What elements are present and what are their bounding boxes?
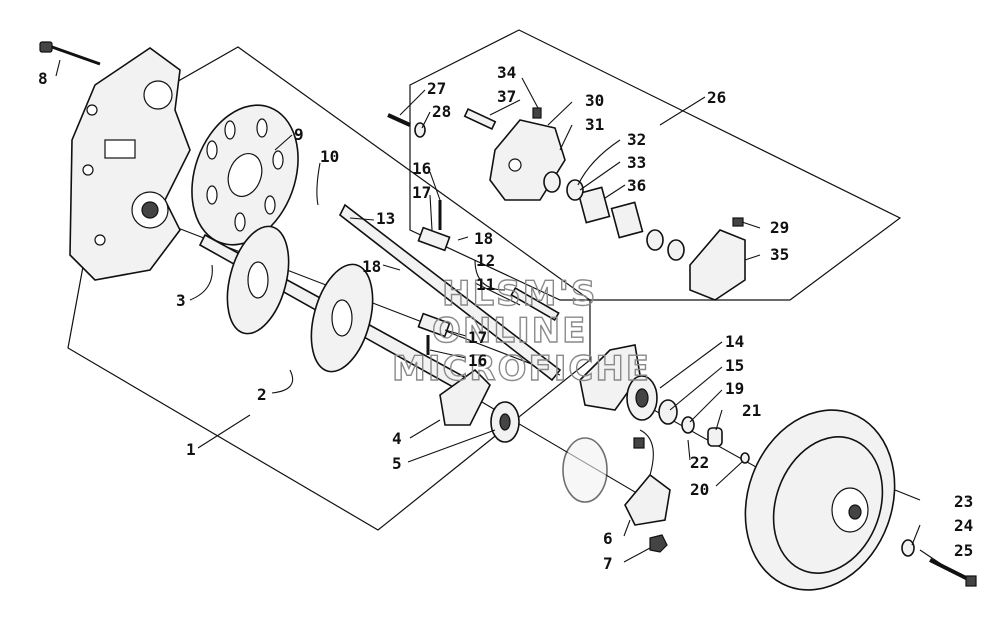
washer-24 xyxy=(901,539,915,557)
callout-18-left: 18 xyxy=(362,257,381,276)
screw-29 xyxy=(732,217,744,227)
shaft-13 xyxy=(338,203,562,382)
screw-34 xyxy=(532,107,542,119)
callout-2: 2 xyxy=(257,385,267,404)
callout-35: 35 xyxy=(770,245,789,264)
bearing-plate-right xyxy=(579,344,641,411)
watermark-line-1: HLSM'S xyxy=(442,274,597,314)
watermark-line-3: MICROFICHE xyxy=(392,349,651,389)
bolt-25 xyxy=(929,558,977,587)
callout-25: 25 xyxy=(954,541,973,560)
callout-12: 12 xyxy=(476,251,495,270)
callout-3: 3 xyxy=(176,291,186,310)
callout-5: 5 xyxy=(392,454,402,473)
bearing-14 xyxy=(626,375,658,421)
bolt-8 xyxy=(39,41,101,66)
bearing-5 xyxy=(490,401,520,443)
callout-26: 26 xyxy=(707,88,726,107)
assembly-box-1 xyxy=(67,46,591,531)
sensor-ring xyxy=(562,437,608,503)
callout-9: 9 xyxy=(294,125,304,144)
nut-7 xyxy=(649,534,668,553)
callout-23: 23 xyxy=(954,492,973,511)
callout-7: 7 xyxy=(603,554,613,573)
callout-6: 6 xyxy=(603,529,613,548)
callout-28: 28 xyxy=(432,102,451,121)
callout-32: 32 xyxy=(627,130,646,149)
callout-33: 33 xyxy=(627,153,646,172)
clip-17-lower xyxy=(417,312,451,355)
callout-16-upper: 16 xyxy=(412,159,431,178)
callout-15: 15 xyxy=(725,356,744,375)
callout-30: 30 xyxy=(585,91,604,110)
leader-lines xyxy=(55,59,951,571)
watermark-line-2: ONLINE xyxy=(432,311,587,351)
callout-1: 1 xyxy=(186,440,196,459)
clip-17-upper xyxy=(417,200,451,252)
bolt-27 xyxy=(387,113,411,127)
washer-15 xyxy=(658,399,678,425)
brake-piston-rings xyxy=(543,171,685,261)
chaincase-housing xyxy=(69,47,191,281)
watermark: HLSM'S ONLINE MICROFICHE xyxy=(391,273,651,389)
callout-8: 8 xyxy=(38,69,48,88)
callout-24: 24 xyxy=(954,516,973,535)
washer-20 xyxy=(740,452,750,464)
assembly-box-26 xyxy=(409,29,902,301)
speed-sensor-6 xyxy=(624,429,671,526)
callout-19: 19 xyxy=(725,379,744,398)
callout-20: 20 xyxy=(690,480,709,499)
callout-34: 34 xyxy=(497,63,516,82)
callout-11: 11 xyxy=(476,275,495,294)
brake-pads-36 xyxy=(577,186,644,239)
sprocket-9 xyxy=(191,104,299,246)
callout-36: 36 xyxy=(627,176,646,195)
bushing-21 xyxy=(707,427,723,447)
drive-shaft-2 xyxy=(198,225,472,394)
callout-18-right: 18 xyxy=(474,229,493,248)
callout-37: 37 xyxy=(497,87,516,106)
callout-22: 22 xyxy=(690,453,709,472)
callout-29: 29 xyxy=(770,218,789,237)
callout-10: 10 xyxy=(320,147,339,166)
flange-4 xyxy=(439,368,491,426)
callout-13: 13 xyxy=(376,209,395,228)
callout-labels: 1 2 3 4 5 6 7 8 9 10 11 12 13 14 15 16 1… xyxy=(38,63,973,573)
callout-16-lower: 16 xyxy=(468,351,487,370)
callout-4: 4 xyxy=(392,429,402,448)
key-11 xyxy=(510,286,560,322)
callout-31: 31 xyxy=(585,115,604,134)
callout-17-lower: 17 xyxy=(468,328,487,347)
callout-17-upper: 17 xyxy=(412,183,431,202)
pin-37 xyxy=(463,107,497,131)
callout-21: 21 xyxy=(742,401,761,420)
driven-clutch-23 xyxy=(744,409,896,591)
callout-14: 14 xyxy=(725,332,744,351)
callout-27: 27 xyxy=(427,79,446,98)
brake-caliper-35 xyxy=(689,229,746,301)
